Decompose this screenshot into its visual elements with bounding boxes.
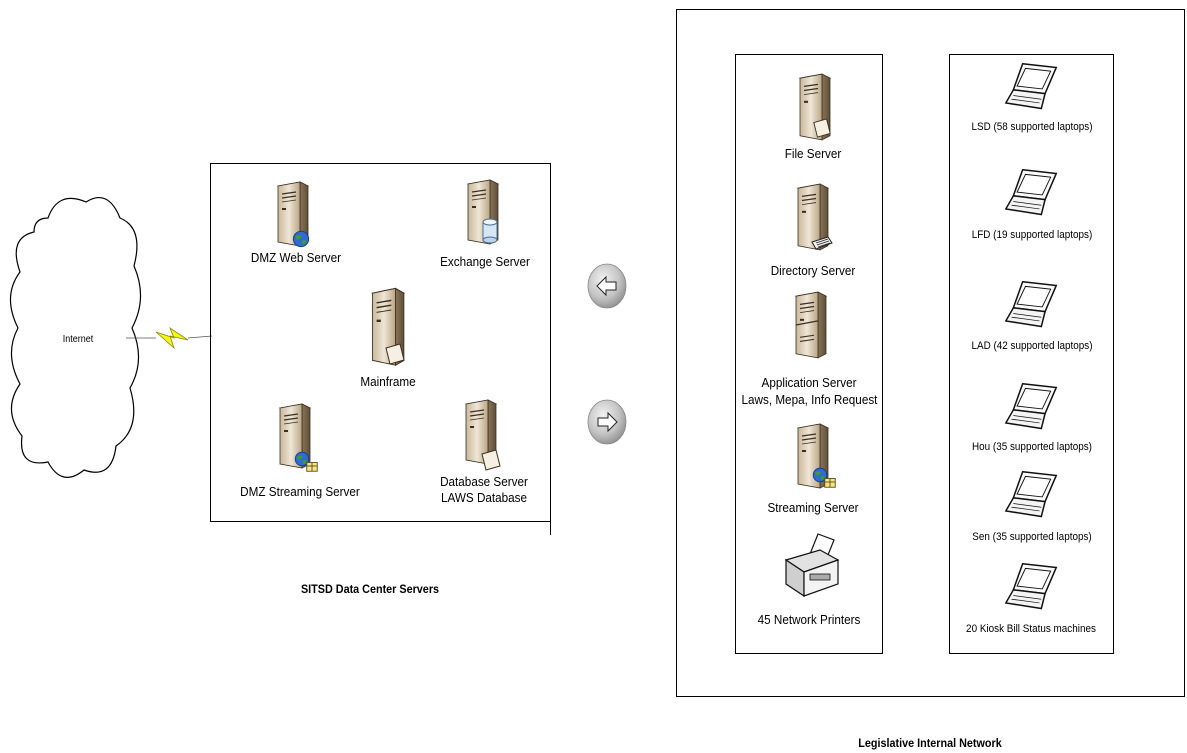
laptop-icon bbox=[1004, 380, 1060, 436]
application-server-label: Application Server bbox=[761, 375, 857, 390]
directory-server-label: Directory Server bbox=[770, 263, 856, 278]
package-icon bbox=[823, 475, 837, 489]
laptop-icon bbox=[1004, 60, 1060, 116]
lightning-link-icon bbox=[126, 326, 213, 350]
laptops-column bbox=[949, 54, 1114, 654]
mainframe-label: Mainframe bbox=[360, 374, 416, 389]
database-server-label: Database Server bbox=[440, 474, 528, 489]
exchange-server-label: Exchange Server bbox=[440, 254, 530, 269]
laptop-icon bbox=[1004, 278, 1060, 334]
keyboard-icon bbox=[810, 236, 834, 250]
database-cylinder-icon bbox=[482, 218, 498, 244]
laptop-icon bbox=[1004, 468, 1060, 524]
laptop-icon bbox=[1004, 560, 1060, 616]
dmz-web-server-label: DMZ Web Server bbox=[250, 250, 342, 265]
internal-network-title: Legislative Internal Network bbox=[858, 736, 1002, 750]
printer-icon bbox=[784, 533, 840, 598]
laptop-group-label: LAD (42 supported laptops) bbox=[971, 340, 1093, 352]
application-server-details-label: Laws, Mepa, Info Request bbox=[741, 392, 878, 407]
laptop-group-label: Sen (35 supported laptops) bbox=[972, 531, 1092, 543]
internal-servers-column bbox=[735, 54, 883, 654]
arrow-left-icon bbox=[587, 263, 627, 309]
data-center-panel-right-edge bbox=[550, 163, 551, 535]
internet-cloud-icon bbox=[9, 197, 142, 478]
arrow-right-icon bbox=[587, 399, 627, 445]
dmz-streaming-server-label: DMZ Streaming Server bbox=[240, 484, 360, 499]
document-icon bbox=[480, 448, 502, 472]
laptop-icon bbox=[1004, 166, 1060, 222]
laptop-group-label: LFD (19 supported laptops) bbox=[971, 229, 1093, 241]
document-icon bbox=[812, 117, 832, 139]
document-icon bbox=[384, 342, 406, 366]
laptop-group-label: Hou (35 supported laptops) bbox=[972, 441, 1092, 453]
laws-database-label: LAWS Database bbox=[440, 490, 528, 505]
laptop-group-label: LSD (58 supported laptops) bbox=[971, 121, 1093, 133]
internal-network-panel bbox=[676, 9, 1185, 697]
internet-label: Internet bbox=[62, 334, 94, 345]
package-icon bbox=[305, 459, 319, 473]
file-server-label: File Server bbox=[784, 146, 842, 161]
network-printers-label: 45 Network Printers bbox=[757, 612, 861, 627]
data-center-panel bbox=[210, 163, 551, 522]
application-server-icon bbox=[788, 290, 828, 362]
laptop-group-label: 20 Kiosk Bill Status machines bbox=[966, 623, 1096, 635]
data-center-title: SITSD Data Center Servers bbox=[300, 582, 440, 596]
globe-icon bbox=[292, 230, 310, 248]
streaming-server-label: Streaming Server bbox=[767, 500, 859, 515]
